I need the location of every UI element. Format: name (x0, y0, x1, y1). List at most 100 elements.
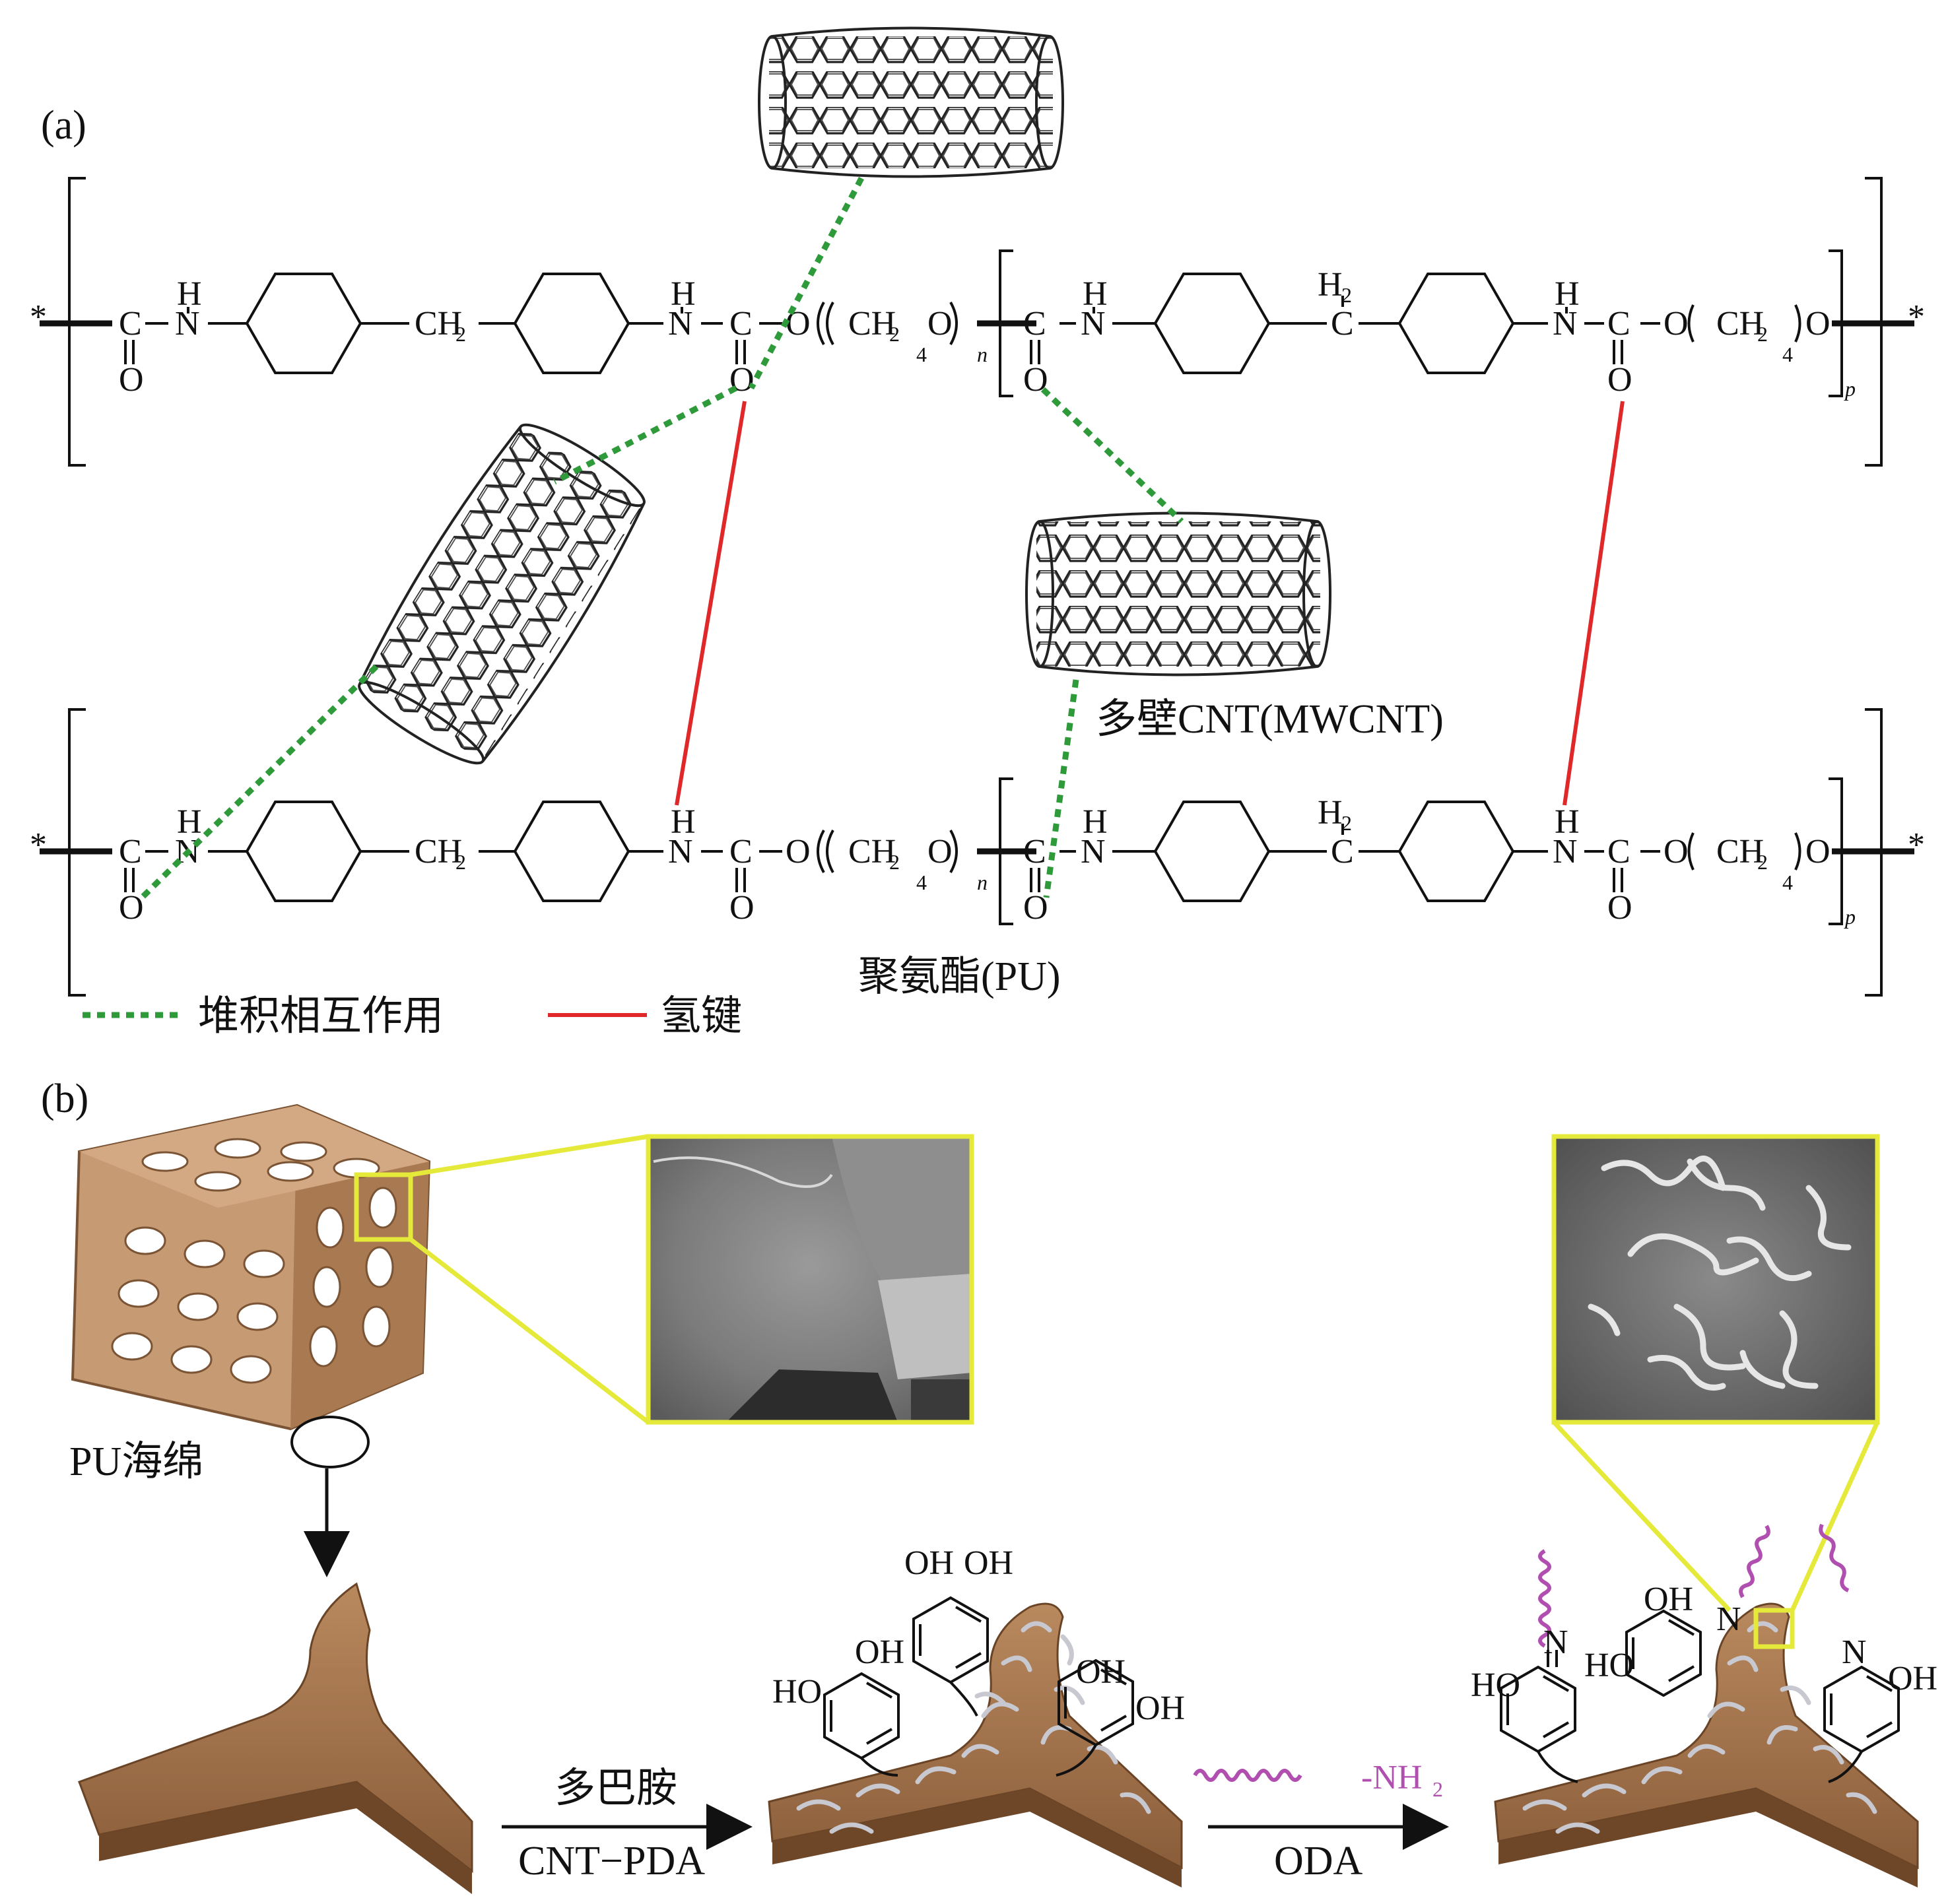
atom-o: O (1805, 305, 1831, 343)
legend-hbond-label: 氢键 (660, 994, 742, 1039)
atom-o: O (1664, 305, 1689, 343)
atom-h: H (1083, 803, 1108, 841)
imine-n-label: N (1842, 1633, 1867, 1671)
repeat-subscript-p: p (1844, 905, 1856, 929)
zoom-line (1552, 1420, 1731, 1612)
catechol-oh-label: OH (1076, 1653, 1126, 1691)
atom-n: N (1081, 833, 1106, 870)
atom-c: C (1331, 833, 1354, 870)
zoom-box-sponge (354, 1172, 413, 1242)
atom-h: H (671, 803, 696, 841)
atom-c: C (1607, 305, 1631, 343)
ch2-group: CH (848, 833, 896, 870)
hydrogen-bond-line (675, 401, 747, 806)
oda-chain (1819, 1523, 1850, 1592)
step2-reagent-label: ODA (1274, 1839, 1363, 1884)
cnt-right (1025, 511, 1331, 676)
chain-end-star: * (30, 826, 47, 864)
polymer-chain-top: * C O H N CH 2 H N C O O CH 2 4 O n C O … (30, 266, 1925, 401)
stacking-line (749, 176, 864, 390)
catechol-oh-label: OH (1135, 1690, 1185, 1727)
chain-end-star: * (1908, 826, 1925, 864)
pu-strut-bare (78, 1582, 473, 1894)
zoom-line (409, 1237, 650, 1424)
atom-o: O (119, 361, 144, 399)
atom-c: C (119, 305, 142, 343)
pu-label: 聚氨酯(PU) (858, 954, 1061, 999)
ch2-subscript: 2 (455, 850, 466, 874)
ch2-subscript: 2 (455, 322, 466, 346)
stacking-line (1040, 387, 1184, 524)
panel-b-label: (b) (41, 1076, 88, 1121)
ch2-group: CH (848, 305, 896, 343)
pu-strut-final (1494, 1523, 1919, 1888)
panel-a: (a) (30, 26, 1925, 1039)
atom-h: H (1555, 803, 1580, 841)
atom-o: O (729, 361, 755, 399)
chain-end-star: * (1908, 298, 1925, 336)
stacking-line (136, 664, 379, 903)
atom-n: N (175, 305, 200, 343)
catechol-oh-label: OH (1644, 1581, 1693, 1618)
atom-o: O (1607, 361, 1632, 399)
h2-group: H (1318, 794, 1343, 832)
atom-h: H (177, 803, 202, 841)
panel-a-label: (a) (41, 103, 86, 148)
repeat-subscript-p: p (1844, 377, 1856, 401)
catechol-oh-label: OH (904, 1544, 954, 1582)
selected-strut-circle (290, 1416, 370, 1468)
atom-n: N (668, 305, 693, 343)
ch2-subscript: 2 (889, 850, 900, 874)
catechol-oh-label: OH (964, 1544, 1013, 1582)
atom-c: C (1023, 833, 1046, 870)
step1-product-label: CNT−PDA (518, 1839, 705, 1884)
h2-group: H (1318, 266, 1343, 304)
atom-h: H (1555, 275, 1580, 313)
atom-c: C (119, 833, 142, 870)
repeat-subscript-4: 4 (1782, 870, 1793, 894)
atom-n: N (1553, 305, 1578, 343)
stacking-line (1043, 679, 1079, 898)
atom-o: O (1664, 833, 1689, 870)
atom-o: O (786, 833, 811, 870)
repeat-subscript-4: 4 (916, 343, 927, 366)
atom-c: C (1331, 305, 1354, 343)
zoom-box-strut (1753, 1608, 1795, 1649)
ch2-group: CH (1716, 833, 1764, 870)
step1-reagent-label: 多巴胺 (555, 1766, 677, 1811)
atom-o: O (1607, 889, 1632, 927)
catechol-ho-label: HO (1584, 1647, 1634, 1684)
atom-h: H (1083, 275, 1108, 313)
atom-n: N (668, 833, 693, 870)
atom-h: H (177, 275, 202, 313)
ch2-group: CH (415, 833, 462, 870)
chain-end-star: * (30, 298, 47, 336)
sem-image-pristine (646, 1134, 974, 1425)
oda-chain (1538, 1549, 1551, 1648)
h2-subscript: 2 (1341, 283, 1352, 307)
imine-n-label: N (1716, 1600, 1741, 1638)
zoom-line (1790, 1421, 1880, 1612)
polymer-chain-bottom: * C O H N CH 2 H N C O O CH 2 4 O n C O … (30, 794, 1925, 929)
h2-subscript: 2 (1341, 811, 1352, 835)
pu-sponge-cube (71, 1103, 431, 1468)
atom-h: H (671, 275, 696, 313)
hydrogen-bond-line (1563, 401, 1625, 806)
atom-c: C (1607, 833, 1631, 870)
atom-n: N (1553, 833, 1578, 870)
oda-chain (1739, 1525, 1770, 1598)
atom-c: C (729, 305, 753, 343)
ch2-group: CH (1716, 305, 1764, 343)
zoom-line (410, 1134, 649, 1177)
panel-b: (b) PU海绵 (41, 1076, 1937, 1894)
ch2-subscript: 2 (1757, 322, 1768, 346)
atom-o: O (119, 889, 144, 927)
pu-strut-cnt-pda (768, 1596, 1183, 1888)
ch2-subscript: 2 (889, 322, 900, 346)
oda-amine-subscript: 2 (1432, 1777, 1443, 1801)
repeat-subscript-4: 4 (916, 870, 927, 894)
oda-chain-icon (1193, 1769, 1302, 1782)
sem-image-modified (1551, 1134, 1880, 1425)
stacking-line (553, 385, 738, 484)
mwcnt-label: 多壁CNT(MWCNT) (1096, 697, 1444, 742)
